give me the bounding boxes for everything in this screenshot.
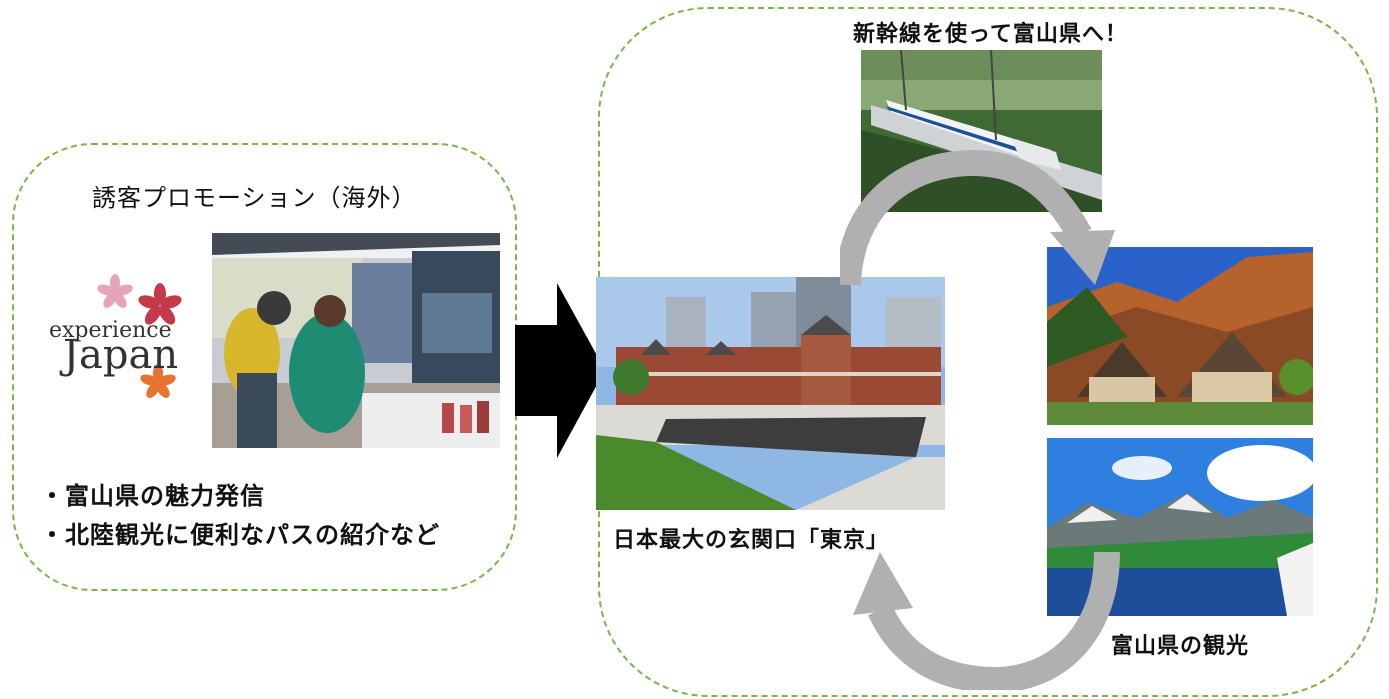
bullet-pass-introduction: ・北陸観光に便利なパスの紹介など bbox=[40, 521, 440, 549]
sakura-logo-icon bbox=[97, 274, 182, 398]
toyama-tourism-caption: 富山県の観光 bbox=[1111, 634, 1250, 659]
logo-text-japan: Japan bbox=[63, 332, 179, 378]
bullet-toyama-appeal: ・富山県の魅力発信 bbox=[40, 482, 265, 510]
cycle-arrow-upper-icon bbox=[840, 150, 1115, 286]
promotion-title: 誘客プロモーション（海外） bbox=[92, 184, 417, 212]
logo-text-experience: experience bbox=[49, 318, 172, 343]
tokyo-station-photo bbox=[596, 277, 945, 510]
promotion-booth-photo bbox=[212, 233, 500, 448]
experience-japan-logo: experience Japan bbox=[45, 270, 200, 410]
gokayama-village-photo bbox=[1047, 247, 1313, 425]
cycle-arrow-lower-icon bbox=[853, 551, 1120, 690]
shinkansen-caption: 新幹線を使って富山県へ！ bbox=[853, 22, 1128, 47]
big-right-arrow-icon bbox=[515, 283, 605, 458]
tokyo-caption: 日本最大の玄関口「東京」 bbox=[613, 528, 890, 553]
